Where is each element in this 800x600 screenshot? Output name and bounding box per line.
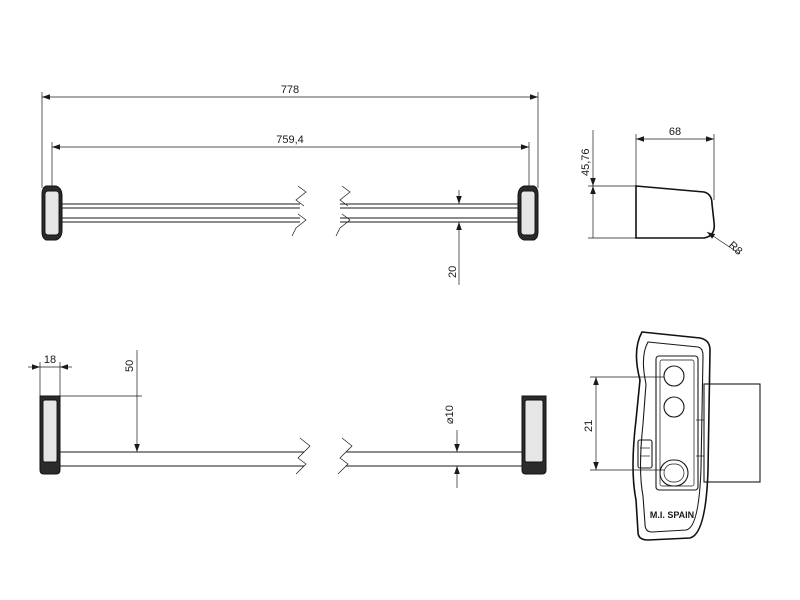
dimension-label-overall: 778	[281, 84, 299, 96]
screw-hole-middle-shade	[663, 396, 675, 408]
rod-stub	[703, 383, 761, 483]
dimension-label-radius: R8	[726, 239, 744, 257]
end-profile-shape	[635, 185, 716, 239]
bracket-plate-inner	[659, 359, 695, 487]
rail-right-segment	[340, 203, 518, 223]
dimension-label-rail-height: 20	[447, 266, 459, 278]
left-end-cap-face	[44, 190, 60, 236]
radius-leader	[706, 231, 741, 255]
break-marks-front	[295, 437, 353, 475]
side-profile-view: 68 45,76 R8	[580, 126, 744, 258]
dimension-label-rod-diameter: ⌀10	[444, 405, 456, 424]
right-end-cap-face	[520, 190, 536, 236]
bracket-inner-outline	[639, 341, 704, 533]
rod-right-segment	[346, 451, 522, 467]
manufacturer-stamp: M.I. SPAIN	[650, 510, 694, 520]
rod-left-segment	[60, 451, 304, 467]
slot-hole-bottom-inner	[663, 463, 685, 483]
dimension-label-end-height: 50	[124, 360, 136, 372]
screw-hole-top-shade	[663, 365, 675, 377]
dimension-label-end-width: 18	[44, 354, 56, 366]
dimension-label-bracket-height: 21	[583, 420, 595, 432]
bracket-body	[632, 331, 711, 541]
bracket-detail-view: M.I. SPAIN 21	[583, 331, 761, 541]
bracket-plate	[655, 355, 699, 491]
side-clip	[637, 439, 653, 469]
dimension-label-profile-width: 68	[669, 126, 681, 138]
dimension-label-profile-height: 45,76	[580, 148, 592, 176]
left-end-block-face	[42, 399, 58, 463]
front-view: 18 50 ⌀10	[28, 350, 547, 488]
right-end-block-face	[524, 399, 544, 463]
break-marks-top	[291, 185, 351, 237]
rail-left-segment	[62, 203, 300, 223]
dimension-label-inner: 759,4	[276, 134, 304, 146]
slot-hole-bottom	[659, 459, 689, 487]
top-view: 778 759,4	[41, 84, 539, 285]
